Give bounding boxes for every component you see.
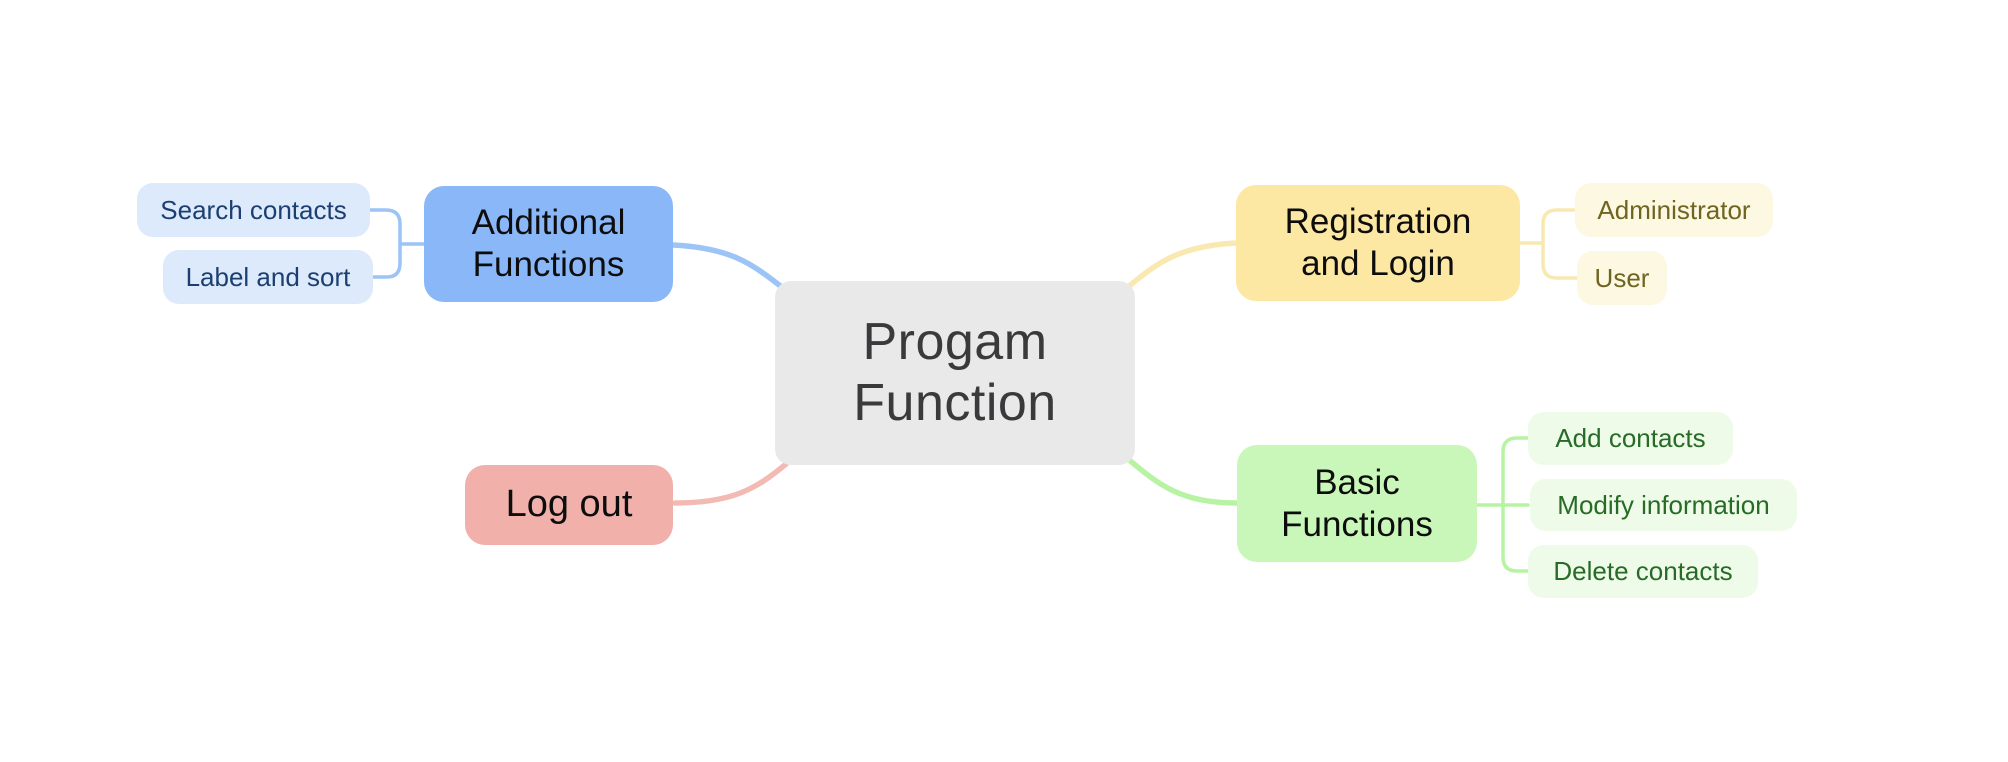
topic-registration-and-login[interactable]: Registration and Login bbox=[1236, 185, 1520, 301]
subtopic-user[interactable]: User bbox=[1577, 251, 1667, 305]
connector-log-out bbox=[672, 461, 789, 506]
subtopic-search-contacts[interactable]: Search contacts bbox=[137, 183, 370, 237]
connector-additional-functions bbox=[670, 242, 786, 291]
topic-basic-functions[interactable]: Basic Functions bbox=[1237, 445, 1477, 562]
topic-log-out[interactable]: Log out bbox=[465, 465, 673, 545]
subtopic-delete-contacts[interactable]: Delete contacts bbox=[1528, 545, 1758, 598]
bracket-blue-children bbox=[368, 208, 426, 279]
subtopic-administrator[interactable]: Administrator bbox=[1575, 183, 1773, 237]
topic-additional-functions[interactable]: Additional Functions bbox=[424, 186, 673, 302]
bracket-green-children bbox=[1475, 436, 1530, 573]
connector-registration-and-login bbox=[1125, 240, 1239, 290]
subtopic-label-and-sort[interactable]: Label and sort bbox=[163, 250, 373, 304]
subtopic-modify-information[interactable]: Modify information bbox=[1530, 479, 1797, 531]
connector-basic-functions bbox=[1125, 456, 1239, 506]
bracket-yellow-children bbox=[1518, 208, 1579, 280]
central-topic[interactable]: Progam Function bbox=[775, 281, 1135, 465]
subtopic-add-contacts[interactable]: Add contacts bbox=[1528, 412, 1733, 465]
